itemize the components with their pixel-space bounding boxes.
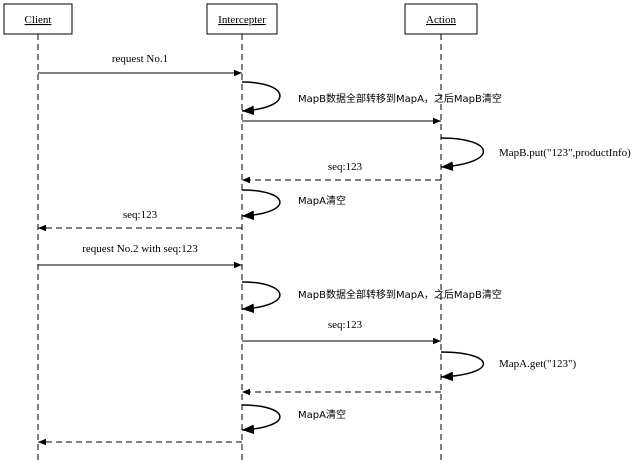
- return-seq-2: seq:123: [38, 209, 242, 232]
- participant-client: Client: [3, 3, 73, 35]
- self-call-mapb-transfer-1: MapB数据全部转移到MapA，之后MapB清空: [241, 81, 502, 116]
- message-request-1-label: request No.1: [112, 53, 168, 65]
- self-call-mapa-clear-2: MapA清空: [241, 404, 346, 435]
- participant-client-label: Client: [25, 14, 52, 26]
- self-call-mapa-clear-1: MapA清空: [241, 189, 346, 221]
- message-request-2-label: request No.2 with seq:123: [82, 243, 198, 255]
- self-call-mapa-get-label: MapA.get("123"): [499, 358, 576, 370]
- self-call-mapa-clear-1-label: MapA清空: [298, 194, 346, 207]
- self-call-mapb-put: MapB.put("123",productInfo): [440, 137, 631, 171]
- return-seq-2-label: seq:123: [123, 209, 158, 221]
- self-call-mapb-transfer-2: MapB数据全部转移到MapA，之后MapB清空: [241, 281, 502, 314]
- self-call-mapa-get: MapA.get("123"): [440, 351, 576, 382]
- self-call-mapa-clear-2-label: MapA清空: [298, 408, 346, 421]
- self-call-mapb-transfer-2-label: MapB数据全部转移到MapA，之后MapB清空: [298, 288, 502, 301]
- participant-action: Action: [404, 3, 478, 35]
- message-request-1: request No.1: [38, 53, 242, 77]
- return-seq-1-label: seq:123: [328, 161, 363, 173]
- participant-intercepter: Intercepter: [206, 3, 278, 35]
- message-forward-2: seq:123: [242, 319, 441, 345]
- self-call-mapb-put-label: MapB.put("123",productInfo): [499, 147, 631, 159]
- message-request-2: request No.2 with seq:123: [38, 243, 242, 269]
- self-call-mapb-transfer-1-label: MapB数据全部转移到MapA，之后MapB清空: [298, 92, 502, 105]
- message-forward-2-label: seq:123: [328, 319, 363, 331]
- participant-intercepter-label: Intercepter: [218, 14, 266, 26]
- participant-action-label: Action: [426, 14, 456, 26]
- return-seq-1: seq:123: [242, 161, 441, 184]
